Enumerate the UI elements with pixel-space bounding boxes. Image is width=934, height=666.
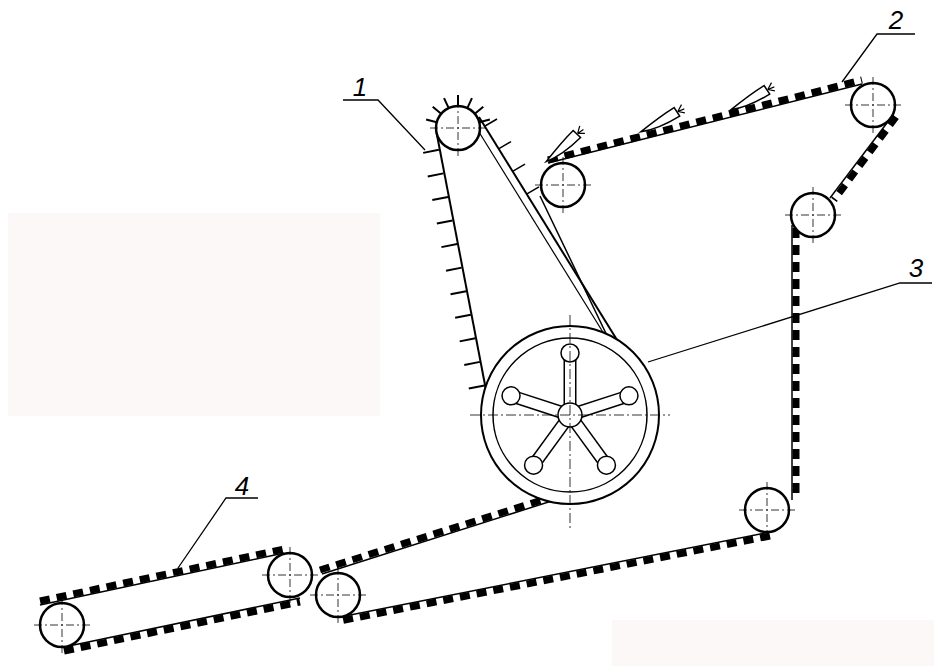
centre-line [62, 597, 63, 653]
centre-line [470, 415, 670, 416]
finger [460, 338, 476, 341]
finger [464, 362, 480, 365]
finger [479, 119, 490, 122]
finger [423, 150, 439, 153]
finger [457, 95, 459, 106]
centre-line [563, 157, 564, 213]
centre-line [338, 567, 339, 623]
finger [441, 244, 457, 247]
carrot [727, 82, 777, 111]
callout-number: 3 [909, 255, 923, 281]
finger [446, 268, 462, 271]
rod-end [597, 456, 615, 474]
centre-line [767, 482, 768, 538]
finger [428, 173, 444, 176]
finger [485, 119, 497, 126]
finger [469, 385, 485, 388]
background-patch [612, 620, 934, 666]
centre-line [458, 100, 459, 156]
callout-number: 2 [889, 7, 903, 33]
centre-line [873, 77, 874, 133]
finger [437, 221, 453, 224]
finger [527, 187, 539, 194]
rod-end [502, 387, 520, 405]
callout-number: 4 [235, 473, 249, 499]
finger [432, 197, 448, 200]
finger [444, 98, 449, 108]
leader-lines [178, 34, 932, 568]
finger [475, 107, 483, 114]
finger [455, 315, 471, 318]
belt-slats [40, 80, 896, 651]
main-conveyor-frame [40, 84, 893, 647]
finger [499, 142, 511, 149]
centre-line [290, 547, 291, 603]
finger [467, 98, 472, 108]
finger [433, 107, 441, 114]
finger [451, 291, 467, 294]
finger [513, 164, 525, 171]
centre-line [570, 315, 571, 530]
finger [426, 119, 437, 122]
generated-strokes [34, 77, 901, 653]
carrot [637, 104, 687, 133]
background-patch [8, 213, 380, 416]
centre-line [813, 187, 814, 243]
callout-number: 1 [353, 74, 367, 100]
carrot [540, 125, 587, 163]
rod-end [620, 387, 638, 405]
rod-end [525, 456, 543, 474]
